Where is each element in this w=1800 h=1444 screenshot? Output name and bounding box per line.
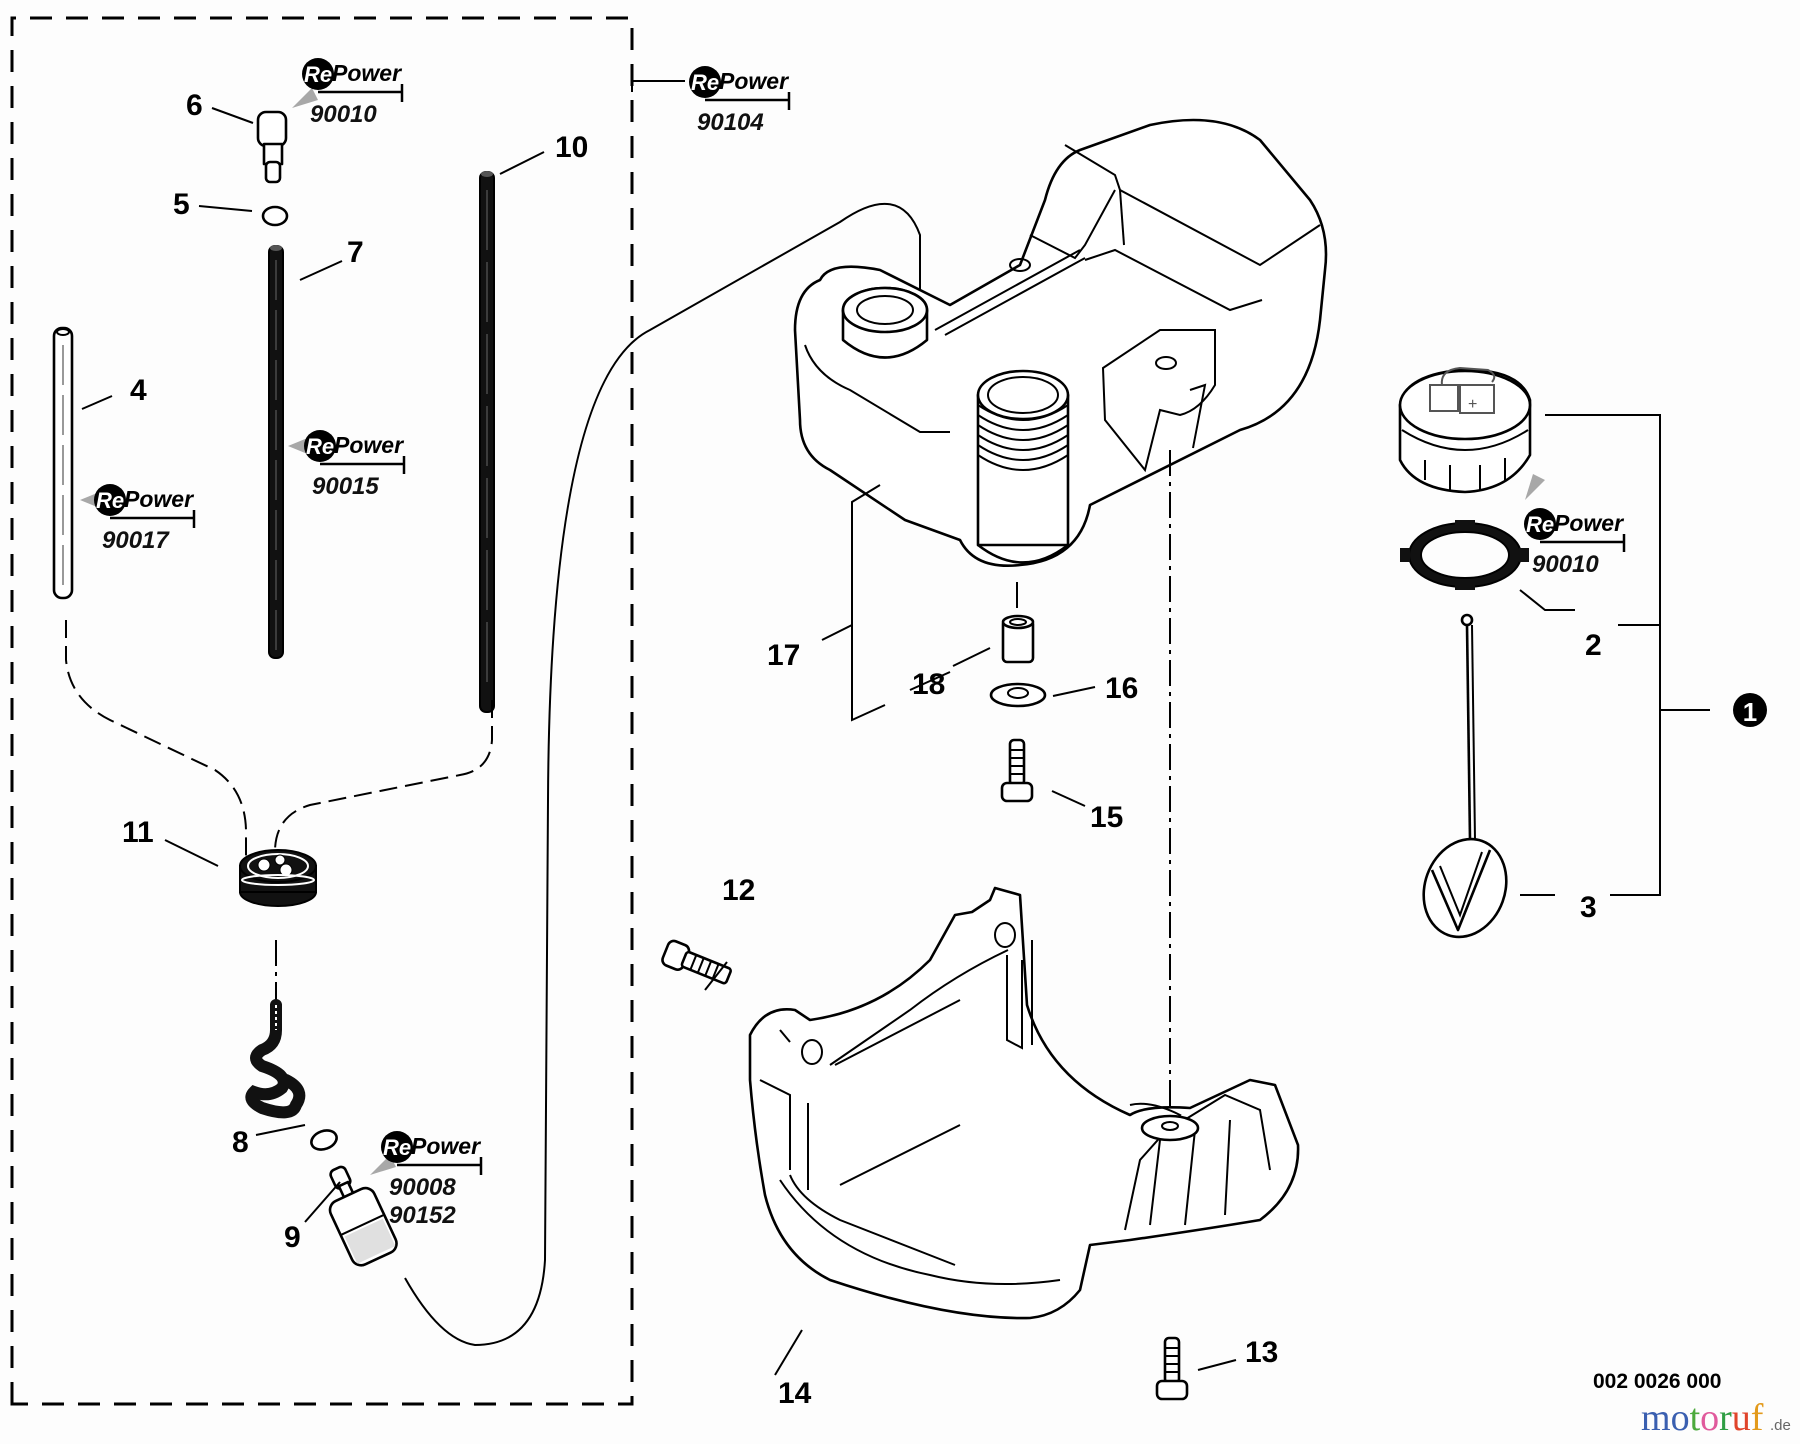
part-7-hose[interactable]	[268, 245, 284, 659]
svg-text:+: +	[1468, 396, 1477, 413]
routing-line-10	[274, 700, 493, 860]
callout-8: 8	[232, 1126, 249, 1159]
repower-logo-icon	[689, 66, 721, 98]
callout-4: 4	[130, 374, 147, 407]
fuel-line	[404, 202, 921, 1347]
callout-18: 18	[912, 668, 945, 701]
callout-15: 15	[1090, 801, 1123, 834]
repower-part-code: 90152	[389, 1202, 456, 1229]
callout-6: 6	[186, 89, 203, 122]
pointer-arrow-icon	[292, 88, 318, 108]
svg-text:Power: Power	[411, 1133, 481, 1159]
repower-part-code: 90015	[312, 473, 379, 500]
repower-logo-icon	[304, 430, 336, 462]
callout-7: 7	[347, 236, 364, 269]
callout-5: 5	[173, 188, 190, 221]
callout-16: 16	[1105, 672, 1138, 705]
part-15-screw[interactable]	[1000, 738, 1034, 803]
svg-text:Re: Re	[691, 70, 719, 95]
part-8-oring[interactable]	[309, 1127, 340, 1153]
kit-connector	[631, 70, 685, 92]
part-17-bracket	[851, 484, 886, 722]
callout-1: 1	[1733, 693, 1767, 727]
pointer-arrow-icon	[1525, 474, 1545, 500]
svg-text:Power: Power	[332, 60, 402, 86]
svg-text:Re: Re	[304, 62, 332, 87]
svg-text:Power: Power	[124, 486, 194, 512]
pointer-arrow-icon	[288, 437, 310, 455]
repower-logo-icon	[1524, 508, 1556, 540]
part-13-screw[interactable]	[1155, 1336, 1189, 1401]
callout-10: 10	[555, 131, 588, 164]
part-12-screw[interactable]	[661, 939, 734, 989]
part-2-gasket[interactable]	[1400, 520, 1529, 590]
assembly-1-bracket	[1519, 414, 1710, 896]
svg-text:1: 1	[1743, 697, 1757, 727]
part-5-oring[interactable]	[261, 205, 289, 227]
svg-text:Power: Power	[334, 432, 404, 458]
svg-text:Re: Re	[306, 434, 334, 459]
coiled-hose	[245, 999, 306, 1119]
callout-2: 2	[1585, 629, 1602, 662]
repower-part-code: 90008	[389, 1174, 456, 1201]
repower-logo-icon	[302, 58, 334, 90]
callout-12: 12	[722, 874, 755, 907]
repower-part-code: 90010	[1532, 551, 1599, 578]
svg-text:Power: Power	[719, 68, 789, 94]
repower-part-code: 90104	[697, 109, 764, 136]
part-18-spacer[interactable]	[1001, 614, 1035, 664]
callout-14: 14	[778, 1377, 812, 1410]
svg-text:Re: Re	[383, 1135, 411, 1160]
callout-3: 3	[1580, 891, 1597, 924]
kit-boundary	[10, 16, 634, 1406]
part-17-bracket-2	[821, 624, 853, 641]
svg-text:.de: .de	[1770, 1417, 1791, 1434]
svg-text:motoruf: motoruf	[1641, 1397, 1764, 1439]
leader-lines	[81, 107, 1237, 1376]
part-10-hose[interactable]	[479, 171, 495, 713]
part-3-retainer[interactable]	[1410, 613, 1519, 949]
repower-logo-icon	[94, 484, 126, 516]
repower-part-code: 90010	[310, 101, 377, 128]
part-14-tank-guard[interactable]	[748, 886, 1300, 1320]
svg-text:Power: Power	[1554, 510, 1624, 536]
part-11-grommet[interactable]	[239, 849, 317, 907]
svg-text:Re: Re	[96, 488, 124, 513]
repower-part-code: 90017	[102, 527, 170, 554]
motoruf-watermark: motoruf .de	[1641, 1397, 1791, 1439]
part-16-washer[interactable]	[989, 682, 1047, 708]
callout-13: 13	[1245, 1336, 1278, 1369]
part-9-fuel-filter[interactable]	[314, 1159, 399, 1269]
svg-text:Re: Re	[1526, 512, 1554, 537]
repower-logo-icon	[381, 1131, 413, 1163]
routing-line-4	[65, 620, 247, 860]
callout-9: 9	[284, 1221, 301, 1254]
callout-17: 17	[767, 639, 800, 672]
fuel-cap[interactable]: +	[1398, 366, 1532, 494]
part-6-fitting[interactable]	[256, 110, 288, 184]
part-17-fuel-tank[interactable]	[793, 118, 1328, 567]
part-4-hose[interactable]	[52, 326, 74, 600]
callout-11: 11	[122, 816, 154, 849]
drawing-number: 002 0026 000	[1593, 1370, 1721, 1393]
